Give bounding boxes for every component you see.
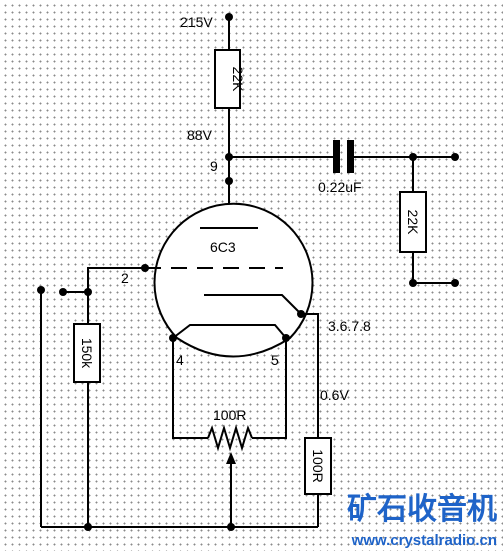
junction-ground-wiper: [227, 523, 235, 531]
tube-cathode-element: [204, 294, 302, 315]
wire-grid: [87, 267, 145, 292]
wire-heater-a: [172, 338, 208, 439]
capacitor-plate-right: [347, 140, 354, 173]
junction-heater-a: [169, 334, 177, 342]
label-pin-heater-a: 4: [176, 352, 184, 368]
tube-heater-element: [172, 324, 287, 339]
terminal-output-signal: [451, 153, 459, 161]
junction-grid-resistor: [84, 288, 92, 296]
junction-grid-pin: [141, 264, 149, 272]
label-plate-resistor: 22K: [230, 67, 246, 93]
tube-envelope: [153, 202, 314, 358]
label-pin-grid: 2: [121, 270, 129, 286]
label-pin-plate: 9: [210, 158, 218, 174]
wire-heater-b: [252, 338, 287, 439]
junction-output: [409, 153, 417, 161]
potentiometer-zigzag: [207, 424, 253, 452]
watermark-title: 矿石收音机: [347, 492, 497, 527]
potentiometer-wiper-arrow: [226, 452, 236, 464]
label-potentiometer: 100R: [213, 407, 246, 423]
plate-resistor-body: [214, 49, 241, 109]
junction-output-resistor: [409, 279, 417, 287]
label-cathode-resistor: 100R: [310, 449, 326, 482]
grid-resistor-body: [73, 323, 101, 383]
junction-ground-grid: [84, 523, 92, 531]
terminal-input-signal: [59, 288, 67, 296]
capacitor-plate-left: [333, 140, 340, 173]
terminal-input-ground: [37, 286, 45, 294]
label-capacitor: 0.22uF: [318, 179, 362, 195]
label-grid-resistor: 150k: [79, 338, 95, 369]
label-plate-voltage: 88V: [187, 127, 213, 143]
cathode-resistor-body: [304, 437, 332, 495]
terminal-output-ground: [451, 279, 459, 287]
terminal-supply: [225, 13, 233, 21]
label-cathode-voltage: 0.6V: [320, 387, 349, 403]
wire-cathode: [301, 313, 319, 438]
junction-plate: [225, 153, 233, 161]
label-supply: 215V: [180, 14, 213, 30]
label-tube: 6C3: [210, 239, 236, 255]
watermark-url: www.crystalradio.cn: [351, 532, 497, 549]
label-pins-cathode: 3.6.7.8: [328, 318, 371, 334]
junction-plate-pin: [225, 177, 233, 185]
label-output-resistor: 22K: [405, 210, 421, 236]
label-pin-heater-b: 5: [271, 352, 279, 368]
junction-cathode-pin: [297, 310, 305, 318]
junction-heater-b: [282, 334, 290, 342]
